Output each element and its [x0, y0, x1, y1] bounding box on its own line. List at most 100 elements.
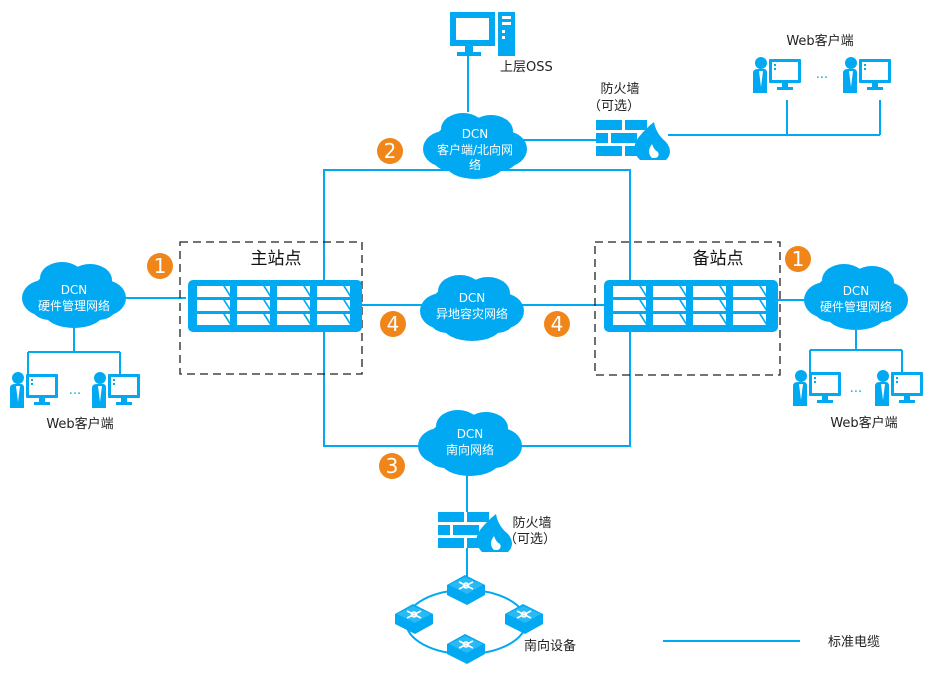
drive-bay: [277, 300, 310, 311]
svg-text:DCN: DCN: [459, 291, 486, 305]
user-pc-icon: [793, 370, 841, 406]
dcn-left-mgmt-cloud: DCN 硬件管理网络: [22, 262, 126, 328]
drive-bay-handle: [641, 286, 646, 294]
badge-left-mgmt: 1: [147, 253, 173, 279]
svg-text:1: 1: [792, 247, 805, 271]
svg-text:DCN: DCN: [457, 427, 484, 441]
firewall-top: 防火墙 （可选）: [588, 81, 670, 160]
badge-north: 2: [377, 138, 403, 164]
switch-icon: [394, 603, 434, 635]
dcn-south-cloud: DCN 南向网络: [418, 410, 522, 476]
switch-icon: [446, 574, 486, 606]
legend: 标准电缆: [663, 634, 880, 650]
drive-bay-handle: [225, 300, 230, 308]
drive-bay-handle: [305, 286, 310, 294]
drive-bay: [317, 314, 350, 325]
svg-text:Web客户端: Web客户端: [830, 415, 897, 431]
drive-bay: [733, 300, 766, 311]
drive-bay: [613, 300, 646, 311]
drive-bay-handle: [681, 300, 686, 308]
drive-bay: [693, 314, 726, 325]
drive-bay-handle: [305, 300, 310, 308]
primary-site: 主站点: [179, 241, 363, 375]
svg-text:DCN: DCN: [61, 283, 88, 297]
user-pc-icon: [875, 370, 923, 406]
svg-text:2: 2: [384, 139, 397, 163]
badge-dr-left: 4: [380, 311, 406, 337]
drive-bay: [277, 314, 310, 325]
svg-text:防火墙: 防火墙: [600, 81, 639, 97]
dcn-north-cloud: DCN 客户端/北向网 络: [423, 113, 527, 179]
oss-label: 上层OSS: [500, 60, 553, 75]
svg-text:···: ···: [69, 387, 81, 402]
badge-dr-right: 4: [544, 311, 570, 337]
drive-bay-handle: [305, 314, 310, 322]
user-pc-icon: [843, 57, 891, 93]
svg-text:3: 3: [386, 454, 399, 478]
drive-bay: [197, 314, 230, 325]
svg-text:硬件管理网络: 硬件管理网络: [820, 299, 892, 314]
switch-icon: [504, 603, 544, 635]
drive-bay-handle: [761, 300, 766, 308]
drive-bay: [197, 300, 230, 311]
svg-text:···: ···: [850, 385, 862, 400]
svg-text:Web客户端: Web客户端: [46, 416, 113, 432]
svg-text:南向设备: 南向设备: [524, 638, 576, 654]
drive-bay-handle: [721, 300, 726, 308]
svg-text:南向网络: 南向网络: [446, 442, 494, 457]
drive-bay-handle: [345, 314, 350, 322]
backup-site-border: [594, 241, 781, 376]
drive-bay: [653, 300, 686, 311]
drive-bay: [317, 286, 350, 297]
drive-bay: [237, 314, 270, 325]
drive-bay: [277, 286, 310, 297]
drive-bay: [693, 300, 726, 311]
svg-text:异地容灾网络: 异地容灾网络: [436, 306, 508, 321]
svg-text:（可选）: （可选）: [588, 99, 640, 114]
dcn-dr-cloud: DCN 异地容灾网络: [420, 275, 524, 341]
drive-bay-handle: [265, 314, 270, 322]
svg-text:硬件管理网络: 硬件管理网络: [38, 298, 110, 313]
switch-icon: [446, 633, 486, 665]
drive-bay: [653, 314, 686, 325]
oss-computer-icon: [450, 12, 515, 56]
drive-bay-handle: [761, 314, 766, 322]
svg-text:标准电缆: 标准电缆: [828, 634, 880, 650]
web-clients-left: ··· Web客户端: [10, 372, 140, 432]
drive-bay: [733, 314, 766, 325]
badge-right-mgmt: 1: [785, 246, 811, 272]
drive-bay: [733, 286, 766, 297]
south-devices: 南向设备: [394, 574, 576, 665]
drive-bay: [613, 286, 646, 297]
svg-text:备站点: 备站点: [693, 249, 744, 269]
svg-text:（可选）: （可选）: [504, 532, 556, 547]
svg-text:络: 络: [469, 157, 481, 172]
storage-array-icon: [188, 280, 362, 332]
drive-bay-handle: [721, 314, 726, 322]
badge-south: 3: [379, 453, 405, 479]
svg-text:4: 4: [551, 312, 564, 336]
drive-bay-handle: [641, 314, 646, 322]
drive-bay-handle: [641, 300, 646, 308]
svg-text:客户端/北向网: 客户端/北向网: [437, 142, 513, 157]
drive-bay: [653, 286, 686, 297]
user-pc-icon: [753, 57, 801, 93]
web-clients-right: ··· Web客户端: [793, 370, 923, 431]
svg-text:DCN: DCN: [843, 284, 870, 298]
svg-text:Web客户端: Web客户端: [786, 33, 853, 49]
dcn-right-mgmt-cloud: DCN 硬件管理网络: [804, 264, 908, 330]
drive-bay-handle: [761, 286, 766, 294]
svg-text:主站点: 主站点: [251, 249, 302, 269]
drive-bay: [237, 286, 270, 297]
firewall-icon: [438, 512, 512, 552]
drive-bay: [613, 314, 646, 325]
drive-bay-handle: [721, 286, 726, 294]
svg-text:···: ···: [816, 71, 828, 86]
drive-bay-handle: [681, 286, 686, 294]
drive-bay-handle: [345, 286, 350, 294]
drive-bay: [237, 300, 270, 311]
drive-bay-handle: [345, 300, 350, 308]
svg-text:DCN: DCN: [462, 127, 489, 141]
svg-text:防火墙: 防火墙: [512, 515, 551, 531]
